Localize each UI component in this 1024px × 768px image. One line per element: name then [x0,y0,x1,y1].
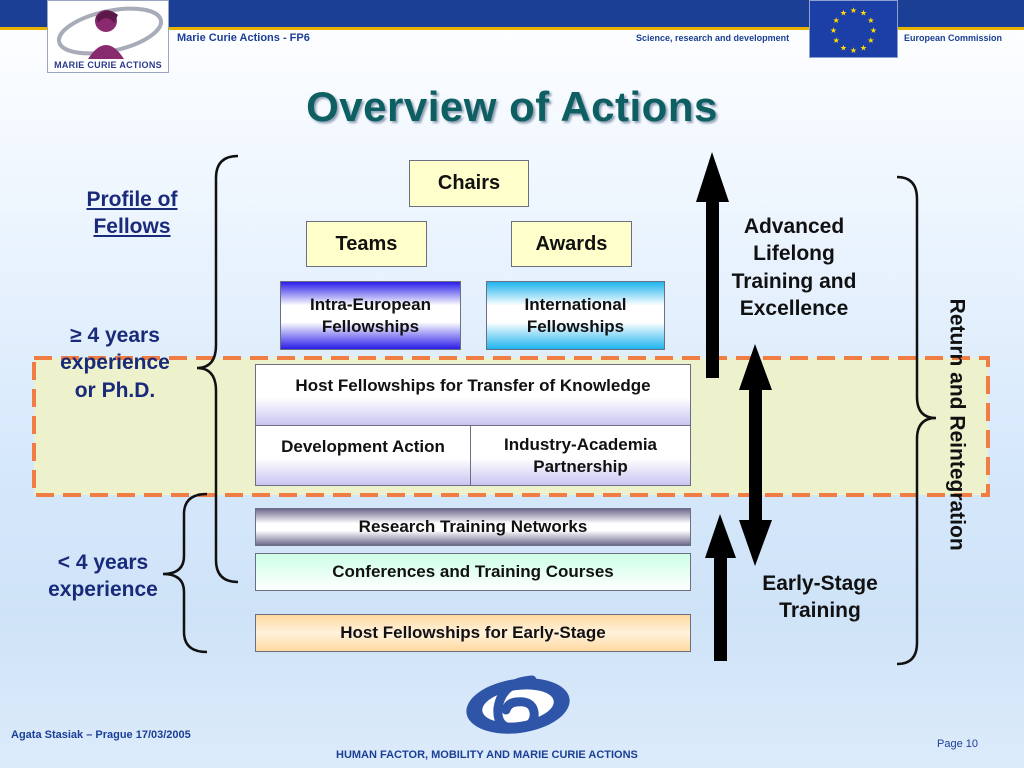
svg-text:★: ★ [867,16,874,25]
svg-text:★: ★ [840,43,847,52]
development-action-box: Development Action [255,425,471,486]
chairs-box: Chairs [409,160,529,207]
left-brace-lower [162,492,208,654]
svg-text:★: ★ [860,9,867,18]
page-title: Overview of Actions [306,83,718,130]
research-training-networks-box: Research Training Networks [255,508,691,546]
double-arrow [739,344,772,566]
right-brace [896,175,937,666]
early-stage-training-label: Early-Stage Training [762,572,878,623]
advanced-up-arrow [696,152,729,378]
logo-text: MARIE CURIE ACTIONS [54,60,162,70]
svg-text:★: ★ [840,9,847,18]
svg-text:★: ★ [860,43,867,52]
senior-experience-label: ≥ 4 years experience or Ph.D. [60,324,170,402]
svg-text:★: ★ [833,16,840,25]
svg-text:★: ★ [867,36,874,45]
header-rule [0,27,1024,30]
host-fellowships-tok-box: Host Fellowships for Transfer of Knowled… [255,364,691,426]
author-date: Agata Stasiak – Prague 17/03/2005 [11,729,191,741]
return-reintegration-label: Return and Reintegration [945,298,969,551]
footer-title: HUMAN FACTOR, MOBILITY AND MARIE CURIE A… [336,749,638,761]
profile-of-fellows-label: Profile of Fellows [86,188,178,239]
svg-text:★: ★ [833,36,840,45]
eu-flag-icon: ★ ★ ★ ★ ★ ★ ★ ★ ★ ★ ★ ★ [809,0,898,58]
early-up-arrow [705,514,736,661]
svg-text:★: ★ [850,46,857,55]
svg-text:★: ★ [830,26,837,35]
junior-experience-label: < 4 years experience [48,551,158,602]
teams-box: Teams [306,221,427,267]
svg-text:★: ★ [870,26,877,35]
program-label: Marie Curie Actions - FP6 [177,32,310,44]
awards-box: Awards [511,221,632,267]
svg-text:★: ★ [850,6,857,15]
commission-label: European Commission [904,33,1003,43]
advanced-training-label: Advanced Lifelong Training and Excellenc… [731,215,857,320]
marie-curie-logo: MARIE CURIE ACTIONS [47,0,169,73]
conferences-box: Conferences and Training Courses [255,553,691,591]
fp6-logo-icon [466,675,570,734]
page-number: Page 10 [937,738,978,750]
portrait-swoosh-icon [56,6,164,59]
host-early-stage-box: Host Fellowships for Early-Stage [255,614,691,652]
science-label: Science, research and development [636,33,790,43]
left-brace-upper [196,154,239,584]
